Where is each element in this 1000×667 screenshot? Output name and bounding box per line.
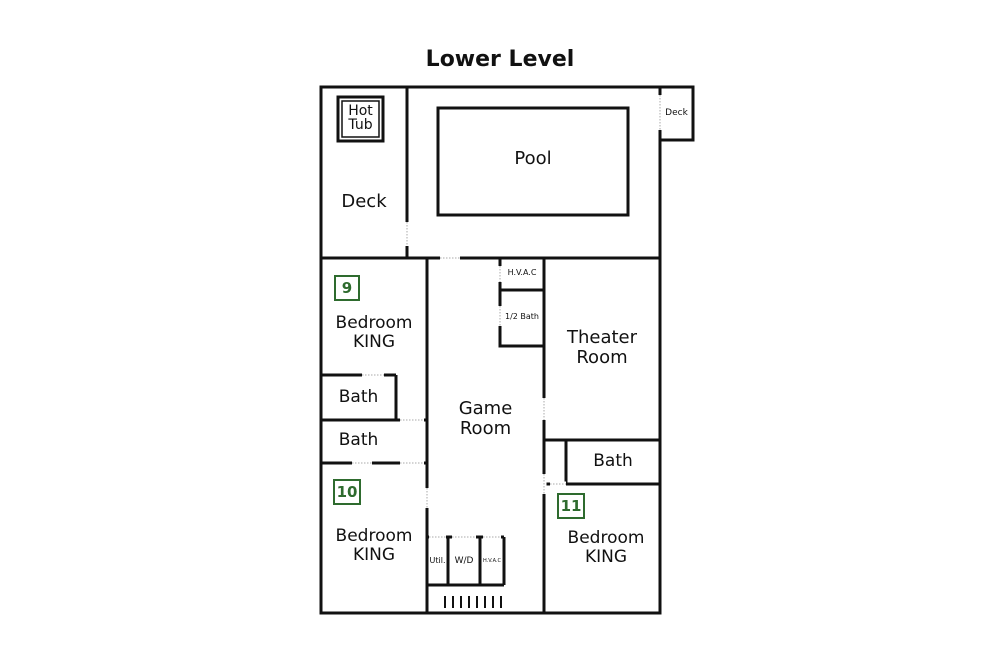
outer-wall: [319, 85, 662, 615]
hot-tub-outline: [336, 95, 385, 143]
hvac-small-label: H.V.A.C: [482, 558, 502, 564]
util-label: Util.: [429, 556, 446, 565]
pool-outline: [436, 106, 630, 217]
bath-1-label: Bath: [338, 387, 379, 407]
floor-title: Lower Level: [425, 47, 575, 72]
door-marks: [352, 95, 661, 538]
hot-tub-inner: [341, 100, 380, 138]
wd-label: W/D: [454, 556, 474, 566]
room-number-badge-10: 10: [333, 479, 361, 505]
deck-label: Deck: [341, 191, 387, 212]
bath-3-label: Bath: [593, 451, 633, 471]
small-deck-label: Deck: [665, 108, 688, 118]
half-bath-label: 1/2 Bath: [504, 312, 539, 321]
stairs: [444, 596, 502, 608]
pool-label: Pool: [514, 148, 552, 169]
bath-2-label: Bath: [338, 430, 379, 450]
hvac-label: H.V.A.C: [507, 268, 537, 277]
room-number-badge-11: 11: [557, 493, 585, 519]
room-number-badge-9: 9: [334, 275, 360, 301]
